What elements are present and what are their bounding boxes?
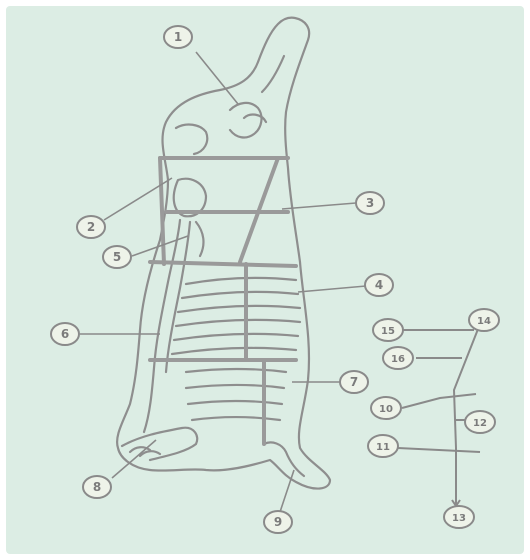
callout-1: 1 bbox=[164, 26, 192, 48]
callout-label: 5 bbox=[113, 250, 121, 264]
callout-13: 13 bbox=[444, 506, 474, 528]
callout-label: 6 bbox=[61, 327, 69, 341]
callout-11: 11 bbox=[368, 435, 398, 457]
callout-label: 15 bbox=[381, 326, 395, 337]
callout-label: 10 bbox=[379, 404, 393, 415]
callout-label: 7 bbox=[350, 375, 358, 389]
callout-5: 5 bbox=[103, 246, 131, 268]
callout-7: 7 bbox=[340, 371, 368, 393]
callout-label: 12 bbox=[473, 418, 487, 429]
callout-15: 15 bbox=[373, 319, 403, 341]
callout-14: 14 bbox=[469, 309, 499, 331]
callout-label: 8 bbox=[93, 480, 101, 494]
callout-label: 3 bbox=[366, 196, 374, 210]
callout-4: 4 bbox=[365, 274, 393, 296]
callout-6: 6 bbox=[51, 323, 79, 345]
callout-label: 16 bbox=[391, 354, 405, 365]
callout-label: 9 bbox=[274, 515, 282, 529]
callout-label: 2 bbox=[87, 220, 95, 234]
callout-10: 10 bbox=[371, 397, 401, 419]
callout-2: 2 bbox=[77, 216, 105, 238]
callout-9: 9 bbox=[264, 511, 292, 533]
callout-16: 16 bbox=[383, 347, 413, 369]
callout-label: 1 bbox=[174, 30, 182, 44]
callout-label: 13 bbox=[452, 513, 466, 524]
callout-label: 11 bbox=[376, 442, 390, 453]
callout-3: 3 bbox=[356, 192, 384, 214]
callout-label: 14 bbox=[477, 316, 491, 327]
callout-label: 4 bbox=[375, 278, 383, 292]
callout-8: 8 bbox=[83, 476, 111, 498]
callout-12: 12 bbox=[465, 411, 495, 433]
